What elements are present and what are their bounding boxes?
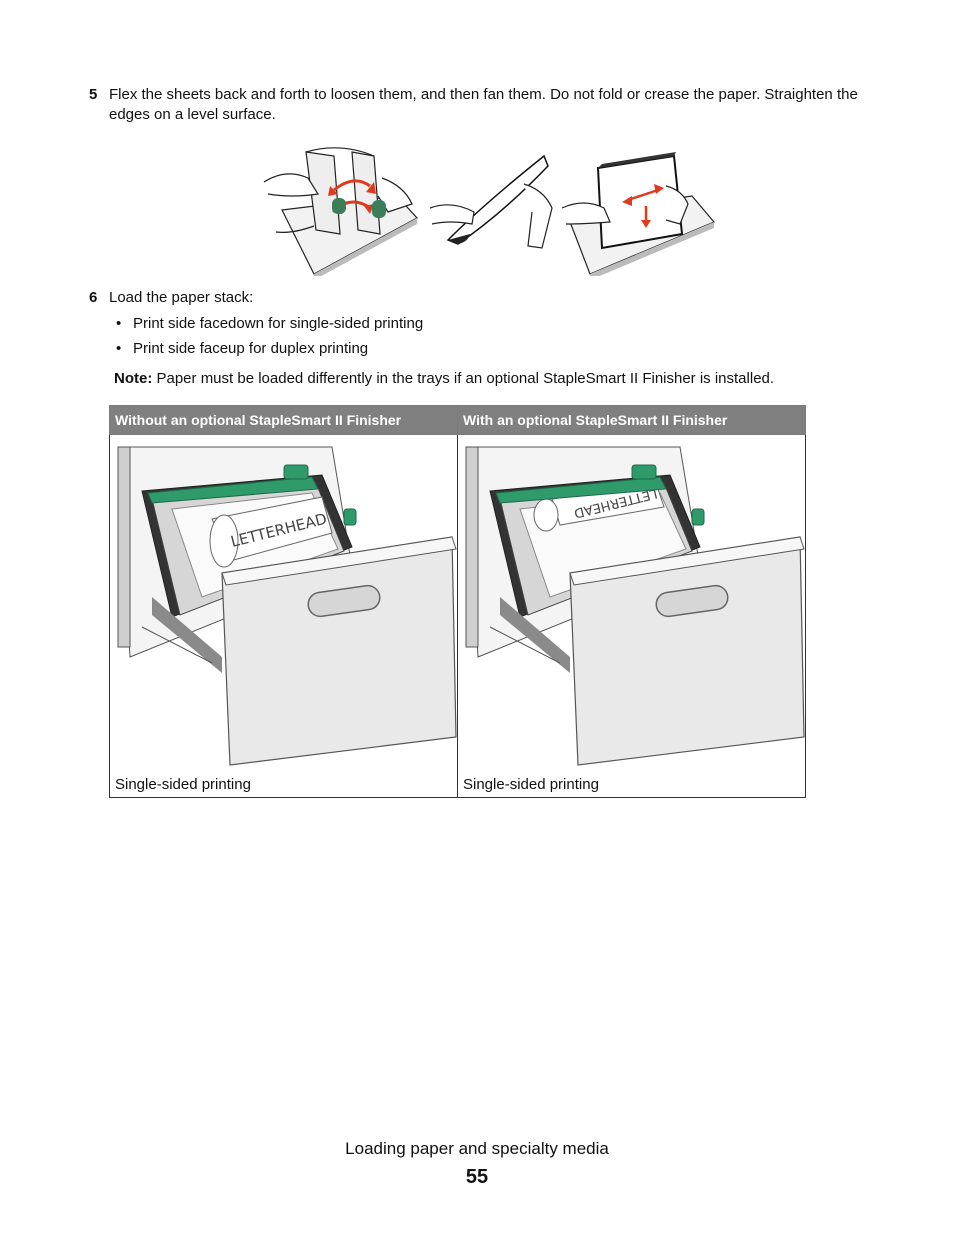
bullet-text: Print side facedown for single-sided pri… bbox=[133, 315, 424, 332]
note-label: Note: bbox=[114, 370, 153, 387]
footer-section-title: Loading paper and specialty media bbox=[345, 1139, 609, 1158]
flex-sheets-figure bbox=[263, 147, 418, 280]
table-cell-with-finisher: LETTERHEAD Single-sided printing bbox=[457, 434, 806, 798]
fan-sheets-figure bbox=[429, 154, 553, 249]
step-text-continued: edges on a level surface. bbox=[109, 106, 276, 123]
table-header-row: Without an optional StapleSmart II Finis… bbox=[109, 405, 806, 435]
tray-facedown-illustration: LETTERHEAD bbox=[117, 446, 457, 766]
note-text: Paper must be loaded differently in the … bbox=[152, 370, 775, 387]
table-cell-without-finisher: LETTERHEAD Single-sided printing bbox=[109, 434, 458, 798]
bullet-icon: • bbox=[116, 315, 122, 332]
tray-faceup-illustration: LETTERHEAD bbox=[465, 446, 805, 766]
cell-caption: Single-sided printing bbox=[463, 776, 599, 793]
bullet-text: Print side faceup for duplex printing bbox=[133, 340, 369, 357]
step-text: Load the paper stack: bbox=[109, 289, 254, 306]
straighten-edges-figure bbox=[561, 152, 715, 280]
table-row: LETTERHEAD Single-sided printing bbox=[109, 434, 806, 798]
table-header-with-finisher: With an optional StapleSmart II Finisher bbox=[457, 405, 806, 435]
note: Note: Paper must be loaded differently i… bbox=[114, 370, 774, 387]
step-text: Flex the sheets back and forth to loosen… bbox=[109, 86, 858, 103]
paper-flexing-illustration bbox=[262, 138, 717, 280]
page-number: 55 bbox=[465, 1166, 489, 1188]
table-header-without-finisher: Without an optional StapleSmart II Finis… bbox=[109, 405, 458, 435]
tray-loading-table: Without an optional StapleSmart II Finis… bbox=[109, 405, 806, 798]
step-number: 5 bbox=[89, 86, 98, 103]
cell-caption: Single-sided printing bbox=[115, 776, 251, 793]
step-number: 6 bbox=[89, 289, 98, 306]
bullet-icon: • bbox=[116, 340, 122, 357]
